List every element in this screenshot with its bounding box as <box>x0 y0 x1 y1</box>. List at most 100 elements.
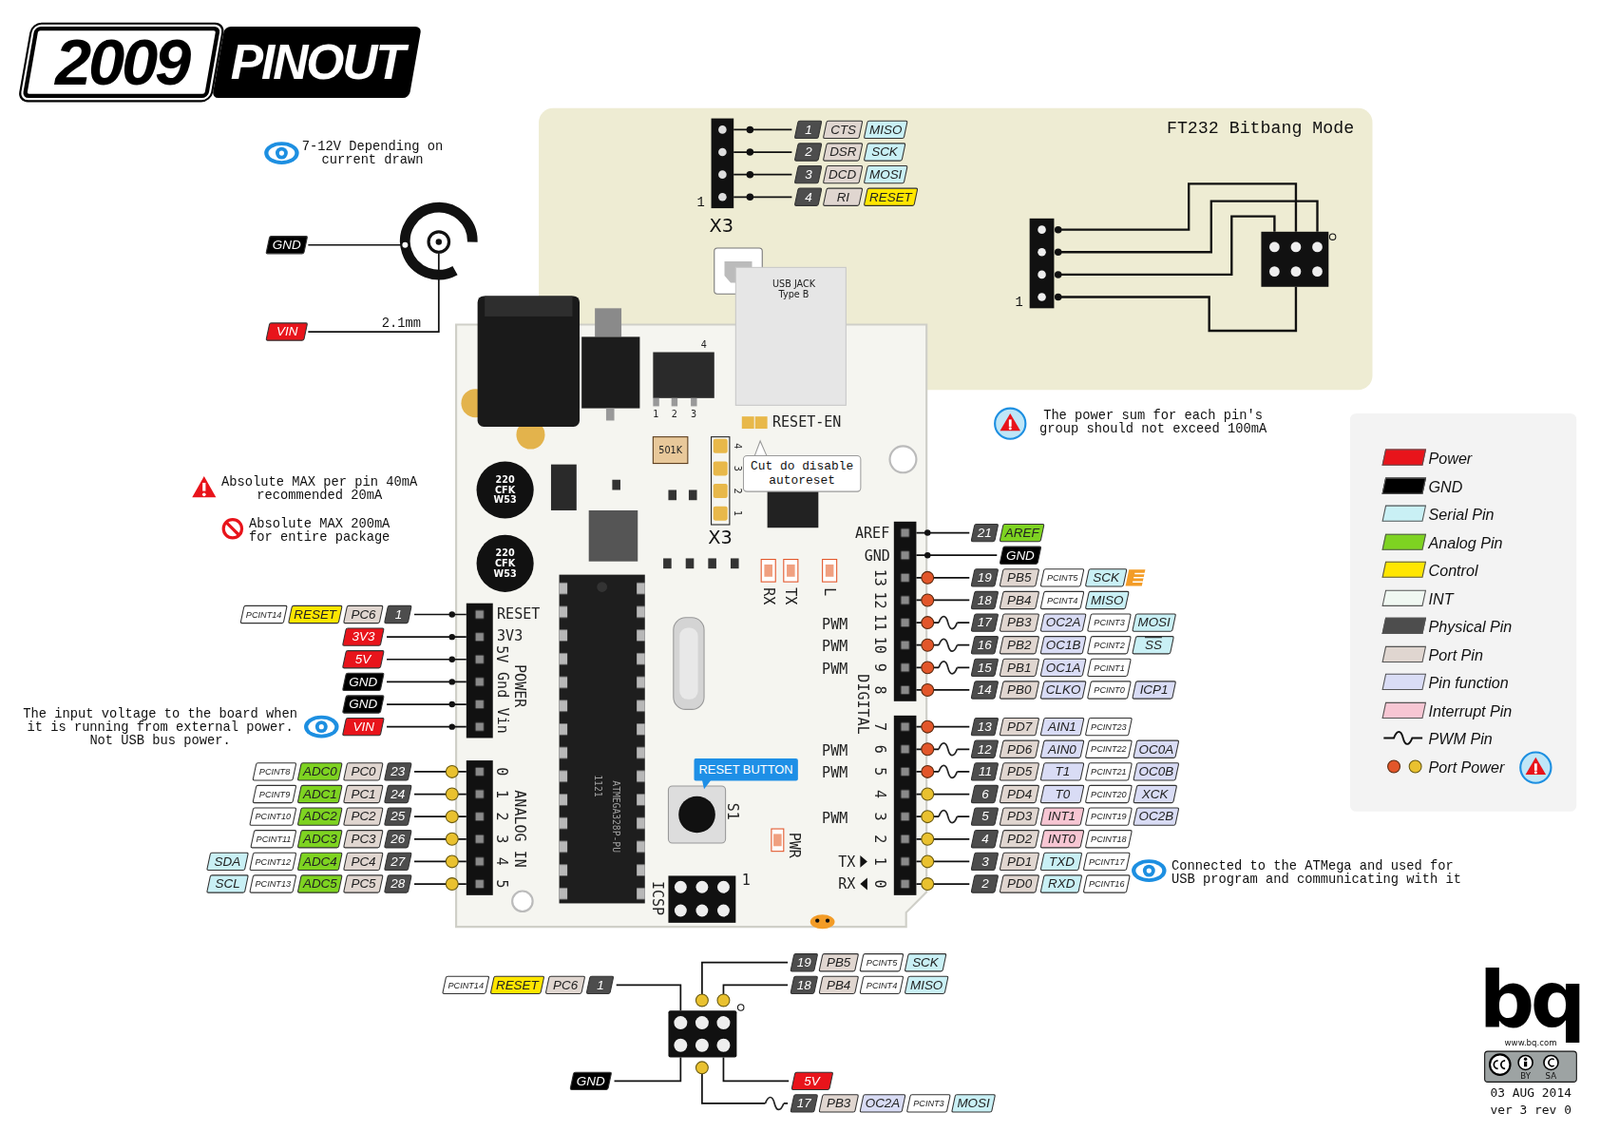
icons <box>264 141 300 165</box>
port-pin-tag: PB1 <box>999 658 1041 677</box>
board <box>667 785 725 843</box>
pin-leaders <box>445 832 458 845</box>
port-pin-tag: PB3 <box>818 1093 859 1112</box>
board <box>652 398 659 407</box>
port-pin-tag: PC3 <box>342 829 384 848</box>
cc-badge <box>1485 1050 1578 1082</box>
text-label: 3V3 <box>496 627 523 644</box>
pin-label: PD3 <box>1007 808 1032 825</box>
pin-label: PB5 <box>1007 569 1031 586</box>
text-label: 3 <box>732 465 743 472</box>
pin-label: XCK <box>1142 785 1169 802</box>
pin-leaders <box>445 787 458 800</box>
pin-label: PCINT4 <box>866 976 897 993</box>
port-pin-tag: PD2 <box>999 829 1041 848</box>
pin-function-tag: CLKO <box>1039 680 1086 699</box>
pin-label: PCINT20 <box>1090 785 1127 802</box>
legend-swatch <box>1381 590 1427 607</box>
callout-box: RESET BUTTON <box>693 758 799 781</box>
port-pin-tag: PC2 <box>342 806 384 825</box>
pin-label: PCINT1 <box>1093 659 1124 676</box>
text-label: 2 <box>494 812 511 821</box>
legend-swatch <box>1381 702 1427 719</box>
text-label: Absolute MAX per pin 40mA recommended 20… <box>214 475 424 502</box>
title-box: 2009 <box>21 26 221 98</box>
pin-label: PB0 <box>1007 681 1031 698</box>
board <box>755 416 768 429</box>
board <box>786 564 796 577</box>
text-label: 3 <box>871 812 888 821</box>
ft232-panel-ground <box>1260 231 1329 287</box>
board <box>763 564 773 577</box>
text-label: GND <box>864 547 891 564</box>
icsp-detail <box>737 1004 743 1010</box>
analog-pin-tag: ADC0 <box>297 761 343 781</box>
physical-pin-tag: 28 <box>383 874 413 893</box>
icsp-detail <box>717 993 730 1007</box>
pin-label: GND <box>348 673 378 690</box>
pin-label: T1 <box>1054 762 1070 780</box>
text-label: 1 <box>494 789 511 799</box>
legend-swatch <box>1381 449 1427 466</box>
board <box>466 603 494 739</box>
pin-label: MISO <box>1090 591 1124 609</box>
pcint-tag: PCINT5 <box>1039 568 1085 587</box>
text-label: PWM <box>821 660 848 677</box>
pin-label: 1 <box>804 121 812 138</box>
text-label: TX <box>838 853 856 870</box>
pin-label: PC3 <box>350 830 376 847</box>
pin-function-tag: AIN1 <box>1039 717 1085 736</box>
serial-pin-tag: SCK <box>904 952 948 972</box>
pin-label: SCK <box>912 953 939 971</box>
port-pin-tag: PB5 <box>999 568 1041 587</box>
board <box>894 715 917 896</box>
board <box>594 307 622 337</box>
physical-pin-tag: 3 <box>970 852 999 871</box>
text-label: 12 <box>871 590 888 609</box>
pin-label: PCINT2 <box>1093 636 1124 653</box>
legend-swatch <box>1381 646 1427 663</box>
legend-swatch <box>1381 505 1427 522</box>
pin-label: PCINT13 <box>255 875 292 892</box>
text-label: 5V <box>494 645 511 663</box>
board <box>713 438 728 454</box>
pin-label: 28 <box>390 875 405 892</box>
legend-label: Physical Pin <box>1428 616 1513 634</box>
cc-badge <box>1489 1053 1510 1074</box>
legend-label: Control <box>1428 560 1479 578</box>
board <box>735 266 846 405</box>
icons <box>190 141 1167 882</box>
serial-pin-tag: MOSI <box>951 1093 996 1112</box>
text-label: SA <box>1545 1070 1557 1081</box>
text-label: 8 <box>871 685 888 694</box>
power-pin-tag: 5V <box>342 649 385 668</box>
pin-label: CTS <box>830 121 857 138</box>
pin-leaders <box>921 877 934 891</box>
legend-label: GND <box>1428 476 1464 495</box>
pin-function-tag: OC1A <box>1039 658 1086 677</box>
physical-pin-tag: 16 <box>970 635 999 654</box>
node-label: Cut do disable autoreset <box>747 458 857 488</box>
analog-pin-tag: ADC4 <box>297 852 343 871</box>
pin-leaders <box>449 610 456 617</box>
node-label: PINOUT <box>230 38 404 88</box>
pin-label: PCINT3 <box>1093 614 1124 631</box>
title-box: PINOUT <box>211 26 422 98</box>
pin-label: PCINT9 <box>259 785 290 802</box>
pin-label: GND <box>348 695 378 712</box>
legend-panel <box>1383 731 1423 744</box>
pin-label: ADC4 <box>303 853 338 870</box>
board <box>673 617 705 710</box>
pin-label: AIN1 <box>1047 718 1077 735</box>
pcint-tag: PCINT8 <box>251 761 297 781</box>
text-label: PWM <box>821 742 848 759</box>
analog-pin-tag: ADC5 <box>297 874 343 893</box>
pin-label: 27 <box>390 853 405 870</box>
pin-label: PCINT21 <box>1090 762 1127 780</box>
pin-leaders <box>921 593 934 607</box>
physical-pin-tag: 21 <box>970 523 999 542</box>
board <box>717 880 730 894</box>
ft232-panel-ground <box>1054 248 1063 257</box>
physical-pin-tag: 6 <box>970 784 999 803</box>
board <box>667 489 677 500</box>
